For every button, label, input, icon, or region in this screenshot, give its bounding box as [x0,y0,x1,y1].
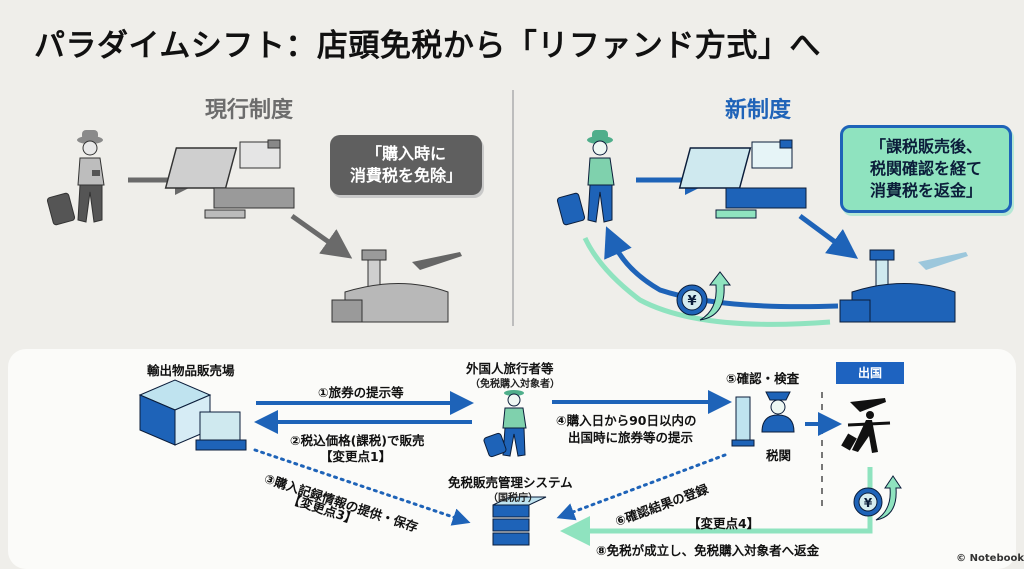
yen-glyph: ¥ [864,496,873,510]
step-4-line-2: 出国時に旅券等の提示 [568,430,694,445]
traveler-label: 外国人旅行者等 [466,361,554,376]
store-icon [138,379,247,451]
bubble-new-system: 「課税販売後、 税関確認を経て 消費税を返金」 [840,125,1012,213]
new-system-heading: 新制度 [725,98,792,123]
section-divider [512,90,514,326]
change-point-1: 【変更点1】 [320,449,392,464]
traveler-icon-flow [483,390,527,458]
flow-arrow-6 [556,453,727,521]
arrow-old-2 [290,213,353,259]
airport-icon-old [331,249,462,323]
store-label: 輸出物品販売場 [147,363,235,378]
customs-officer-icon [731,391,795,447]
arrow-new-2 [798,213,859,259]
step-2-label: ②税込価格(課税)で販売 [290,433,425,448]
traveler-sublabel: （免税購入対象者） [470,379,560,390]
current-system-heading: 現行制度 [205,98,294,123]
yen-coin-icon-flow: ¥ [853,475,902,521]
airport-icon-new [839,249,968,323]
bubble-line: 「課税販売後、 [869,137,982,156]
bubble-line: 税関確認を経て [869,159,982,178]
yen-glyph: ¥ [687,294,696,309]
system-label: 免税販売管理システム [448,475,573,490]
cash-register-icon-new [678,139,807,219]
bubble-line: 消費税を免除」 [349,166,462,185]
refund-arc-blue [604,226,839,310]
flow-arrow-3 [253,448,471,526]
change-point-4: 【変更点4】 [688,516,760,531]
step-8-label: ⑧免税が成立し、免税購入対象者へ返金 [596,543,820,558]
server-icon [492,496,547,546]
page-title: パラダイムシフト：店頭免税から「リファンド方式」へ [34,28,821,64]
step-5-label: ⑤確認・検査 [726,371,800,386]
step-4-line-1: ④購入日から90日以内の [556,413,697,428]
exit-badge: 出国 [836,362,904,384]
cash-register-icon-old [164,139,295,219]
traveler-icon-new [556,130,615,226]
system-sublabel: （国税庁） [488,493,538,504]
departure-icon [841,398,891,453]
customs-label: 税関 [766,448,792,463]
traveler-icon-old [46,130,105,226]
bubble-line: 消費税を返金」 [869,181,982,200]
bubble-line: 「購入時に [365,144,446,163]
yen-coin-icon-top: ¥ [676,271,732,321]
step-1-label: ①旅券の提示等 [318,385,404,400]
credit: © Notebook [956,553,1024,564]
bubble-current-system: 「購入時に 消費税を免除」 [330,135,482,195]
refund-arc-green [582,236,831,327]
